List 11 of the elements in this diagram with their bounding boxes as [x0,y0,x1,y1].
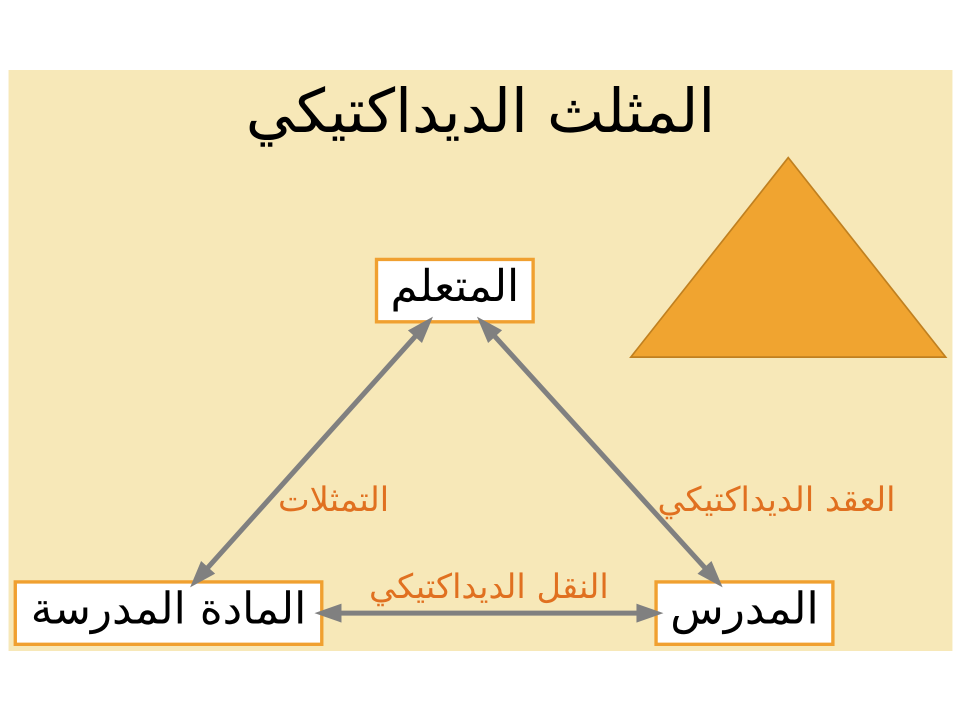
node-box: المتعلم [374,257,535,323]
arrow [476,316,723,587]
edge-label: التمثلات [278,480,390,519]
node-box: المدرس [654,580,835,646]
node-box: المادة المدرسة [14,580,324,646]
edge-label: العقد الديداكتيكي [657,480,896,519]
edge-label: النقل الديداكتيكي [369,566,609,606]
diagram-title: المثلث الديداكتيكي [246,76,716,146]
arrow [314,603,664,622]
node-triangle [629,156,948,358]
arrow [190,316,433,587]
